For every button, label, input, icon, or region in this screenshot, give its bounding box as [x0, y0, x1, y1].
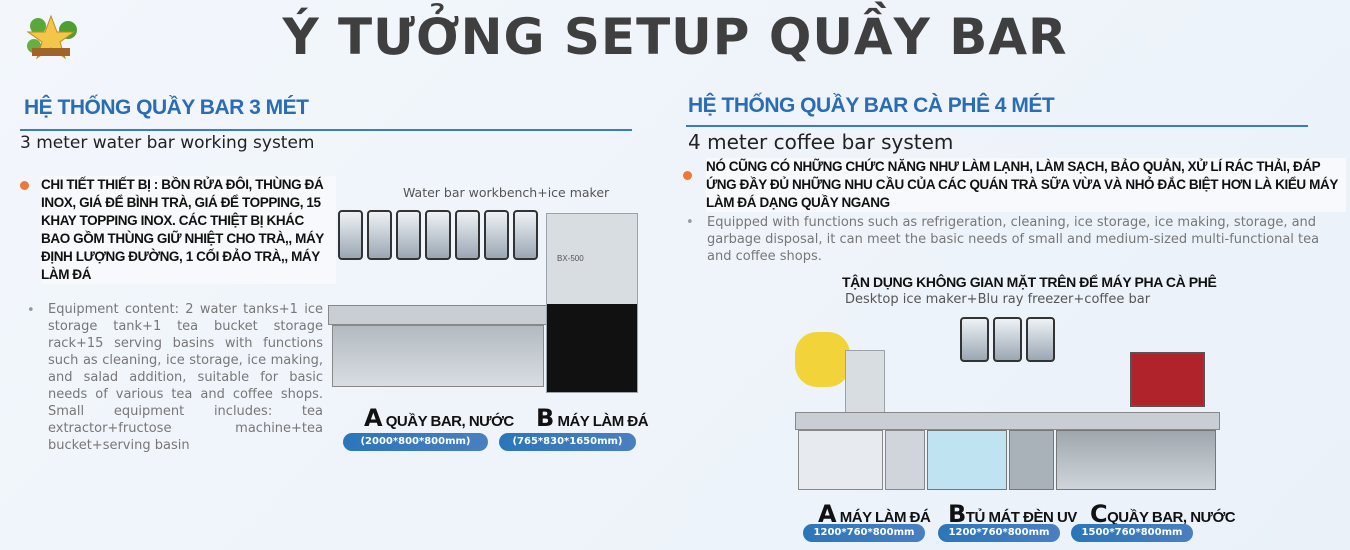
left-item-b: B MÁY LÀM ĐÁ: [536, 404, 649, 432]
right-size-a: 1200*760*800mm: [803, 524, 925, 542]
right-subtitle: 4 meter coffee bar system: [688, 130, 954, 154]
bullet-icon: •: [686, 215, 694, 230]
bullet-icon: •: [27, 303, 35, 318]
right-size-b: 1200*760*800mm: [938, 524, 1060, 542]
water-bar-illustration: BX-500: [328, 205, 643, 405]
left-details-en: Equipment content: 2 water tanks+1 ice s…: [48, 302, 323, 453]
star-logo-icon: [26, 14, 77, 60]
bullet-icon: [20, 181, 29, 190]
right-image-caption: Desktop ice maker+Blu ray freezer+coffee…: [845, 292, 1151, 307]
right-item-b: BTỦ MÁT ĐÈN UV: [948, 500, 1077, 528]
right-details-en: Equipped with functions such as refriger…: [707, 215, 1320, 264]
left-subtitle: 3 meter water bar working system: [20, 133, 315, 153]
page-title: Ý TƯỞNG SETUP QUẦY BAR: [282, 8, 1068, 66]
left-size-b: (765*830*1650mm): [499, 433, 636, 451]
right-item-c: CQUẦY BAR, NƯỚC: [1090, 500, 1236, 528]
left-details-vi: CHI TIẾT THIẾT BỊ : BỒN RỬA ĐÔI, THÙNG Đ…: [41, 176, 336, 284]
right-image-heading: TẬN DỤNG KHÔNG GIAN MẶT TRÊN ĐỂ MÁY PHA …: [842, 274, 1217, 290]
right-item-a: A MÁY LÀM ĐÁ: [818, 500, 931, 528]
right-size-c: 1500*760*800mm: [1071, 524, 1193, 542]
left-item-a: A QUẦY BAR, NƯỚC: [364, 404, 514, 432]
right-heading: HỆ THỐNG QUẦY BAR CÀ PHÊ 4 MÉT: [688, 94, 1055, 117]
left-heading: HỆ THỐNG QUẦY BAR 3 MÉT: [24, 96, 309, 119]
logo: [18, 12, 84, 64]
right-details-vi: NÓ CŨNG CÓ NHỮNG CHỨC NĂNG NHƯ LÀM LẠNH,…: [706, 158, 1346, 212]
machine-model: BX-500: [557, 254, 584, 263]
bullet-icon: [683, 171, 692, 180]
left-image-caption: Water bar workbench+ice maker: [403, 185, 610, 200]
coffee-bar-illustration: [790, 312, 1230, 502]
left-size-a: (2000*800*800mm): [343, 433, 488, 451]
